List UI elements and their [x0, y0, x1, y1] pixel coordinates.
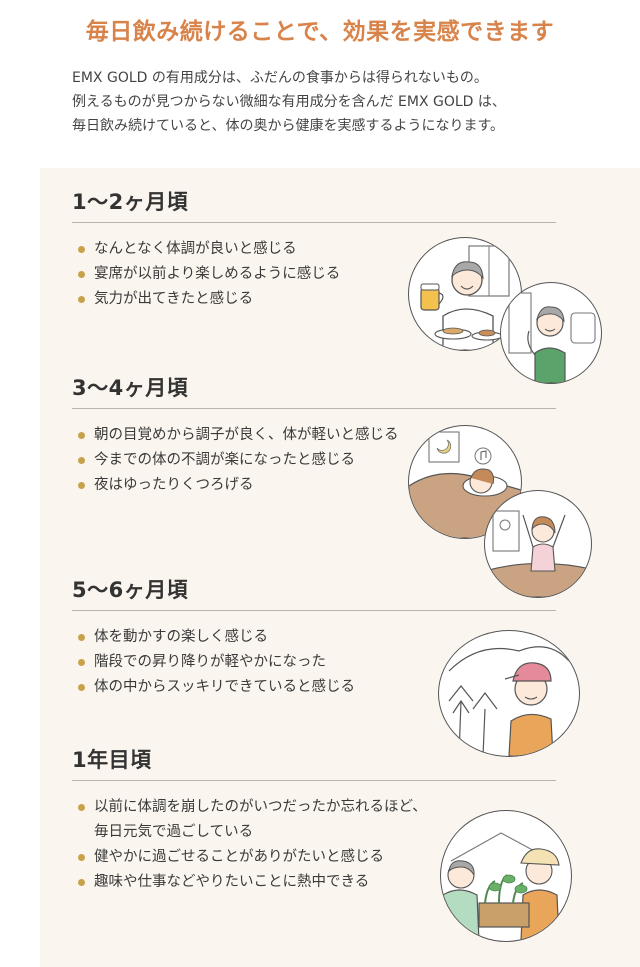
list-item: 気力が出てきたと感じる: [78, 287, 556, 312]
bullet-dot-icon: [78, 854, 85, 861]
bullet-dot-icon: [78, 246, 85, 253]
gardening-couple-icon: [440, 810, 572, 942]
list-item: 体の中からスッキリできていると感じる: [78, 675, 556, 700]
list-item: 朝の目覚めから調子が良く、体が軽いと感じる: [78, 423, 556, 448]
section-1-2-months: 1〜2ヶ月頃 なんとなく体調が良いと感じる 宴席が以前より楽しめるように感じる …: [72, 186, 556, 312]
bullet-dot-icon: [78, 659, 85, 666]
intro-line: 毎日飲み続けていると、体の奥から健康を実感するようになります。: [72, 118, 505, 134]
section-title: 1〜2ヶ月頃: [72, 186, 556, 223]
bullet-dot-icon: [78, 482, 85, 489]
list-item: 宴席が以前より楽しめるように感じる: [78, 262, 556, 287]
bullet-dot-icon: [78, 634, 85, 641]
section-title: 3〜4ヶ月頃: [72, 372, 556, 409]
intro-line: EMX GOLD の有用成分は、ふだんの食事からは得られないもの。: [72, 70, 488, 86]
list-item: 趣味や仕事などやりたいことに熱中できる: [78, 870, 556, 895]
stretching-man-icon: [500, 282, 602, 384]
list-item: 今までの体の不調が楽になったと感じる: [78, 448, 556, 473]
benefit-list: 体を動かすの楽しく感じる 階段での昇り降りが軽やかになった 体の中からスッキリで…: [78, 625, 556, 700]
benefit-list: なんとなく体調が良いと感じる 宴席が以前より楽しめるように感じる 気力が出てきた…: [78, 237, 556, 312]
benefit-list: 朝の目覚めから調子が良く、体が軽いと感じる 今までの体の不調が楽になったと感じる…: [78, 423, 556, 498]
waking-woman-icon: [484, 490, 592, 598]
bullet-dot-icon: [78, 271, 85, 278]
list-item: 夜はゆったりくつろげる: [78, 473, 556, 498]
section-title: 5〜6ヶ月頃: [72, 574, 556, 611]
hiking-woman-icon: [438, 630, 580, 757]
bullet-dot-icon: [78, 457, 85, 464]
list-item: 体を動かすの楽しく感じる: [78, 625, 556, 650]
bullet-dot-icon: [78, 432, 85, 439]
list-item-continuation: 毎日元気で過ごしている: [94, 824, 254, 840]
section-3-4-months: 3〜4ヶ月頃 朝の目覚めから調子が良く、体が軽いと感じる 今までの体の不調が楽に…: [72, 372, 556, 498]
page-headline: 毎日飲み続けることで、効果を実感できます: [85, 19, 555, 45]
list-item: 以前に体調を崩したのがいつだったか忘れるほど、毎日元気で過ごしている: [78, 795, 556, 845]
section-1-year: 1年目頃 以前に体調を崩したのがいつだったか忘れるほど、毎日元気で過ごしている …: [72, 744, 556, 895]
bullet-dot-icon: [78, 684, 85, 691]
intro-paragraph: EMX GOLD の有用成分は、ふだんの食事からは得られないもの。 例えるものが…: [72, 66, 612, 138]
bullet-dot-icon: [78, 879, 85, 886]
list-item: 階段での昇り降りが軽やかになった: [78, 650, 556, 675]
list-item: なんとなく体調が良いと感じる: [78, 237, 556, 262]
section-title: 1年目頃: [72, 744, 556, 781]
section-5-6-months: 5〜6ヶ月頃 体を動かすの楽しく感じる 階段での昇り降りが軽やかになった 体の中…: [72, 574, 556, 700]
bullet-dot-icon: [78, 804, 85, 811]
benefit-list: 以前に体調を崩したのがいつだったか忘れるほど、毎日元気で過ごしている 健やかに過…: [78, 795, 556, 895]
list-item: 健やかに過ごせることがありがたいと感じる: [78, 845, 556, 870]
bullet-dot-icon: [78, 296, 85, 303]
intro-line: 例えるものが見つからない微細な有用成分を含んだ EMX GOLD は、: [72, 94, 506, 110]
